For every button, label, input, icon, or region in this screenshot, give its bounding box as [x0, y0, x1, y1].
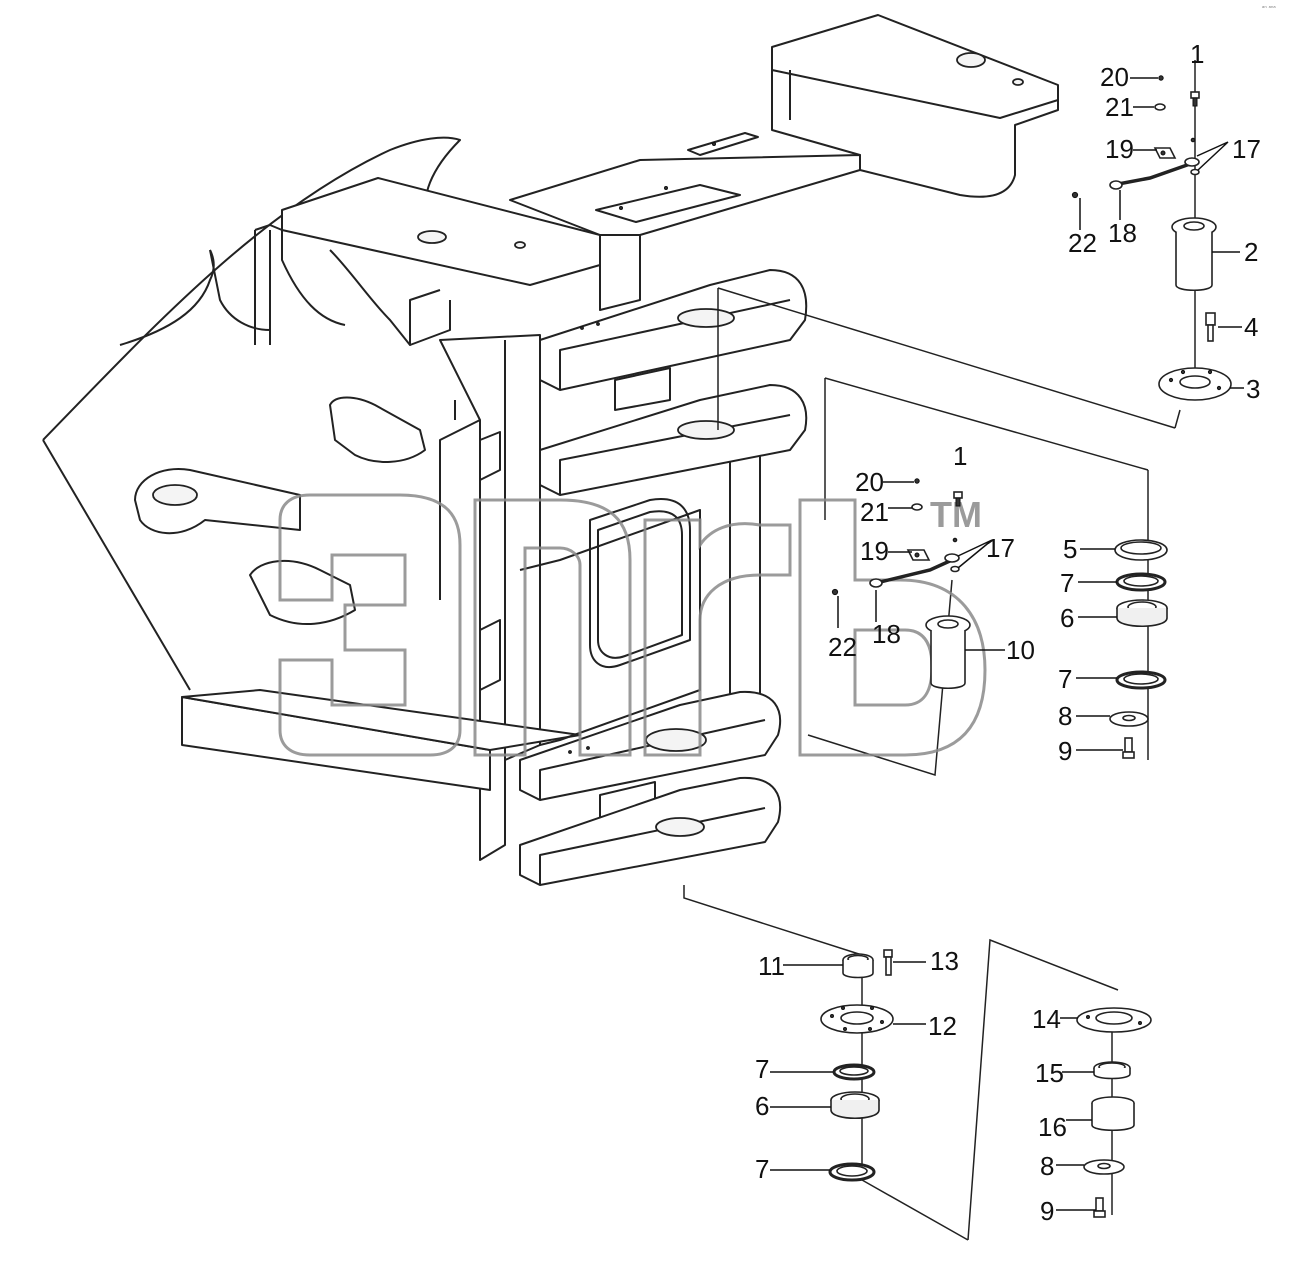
label-mid-18: 18 [872, 619, 901, 649]
part-1-bolt-middle [953, 491, 963, 507]
part-18-grease-line-middle [869, 553, 960, 588]
part-14-flange [1076, 1007, 1152, 1033]
label-br-16: 16 [1038, 1112, 1067, 1142]
right-parts-group: 5 7 6 7 8 9 [1058, 534, 1168, 766]
part-9-bolt [1122, 737, 1135, 759]
label-br-15: 15 [1035, 1058, 1064, 1088]
label-br-14: 14 [1032, 1004, 1061, 1034]
label-mid-22: 22 [828, 632, 857, 662]
label-top-22: 22 [1068, 228, 1097, 258]
part-7-ring-bl-lower [828, 1162, 876, 1182]
label-mid-21: 21 [860, 497, 889, 527]
label-top-17: 17 [1232, 134, 1261, 164]
bottom-right-parts-group: 14 15 16 8 9 [1032, 1004, 1152, 1226]
label-bl-13: 13 [930, 946, 959, 976]
label-bl-11: 11 [758, 951, 785, 981]
part-5-seal [1114, 539, 1168, 561]
label-top-21: 21 [1105, 92, 1134, 122]
label-br-8: 8 [1040, 1151, 1054, 1181]
bottom-left-parts-group: 11 13 12 7 6 7 [755, 946, 959, 1184]
label-mid-19: 19 [860, 536, 889, 566]
label-right-5: 5 [1063, 534, 1077, 564]
part-13-bolt [883, 949, 893, 976]
part-8-washer-br [1083, 1159, 1125, 1175]
label-right-7b: 7 [1058, 664, 1072, 694]
frame-casting [42, 14, 1059, 886]
part-7-ring-lower [1115, 670, 1167, 690]
label-top-20: 20 [1100, 62, 1129, 92]
watermark-logo: TM [278, 493, 987, 757]
label-right-8: 8 [1058, 701, 1072, 731]
label-top-18: 18 [1108, 218, 1137, 248]
label-top-4: 4 [1244, 312, 1258, 342]
part-11-bushing [842, 953, 874, 979]
label-right-7a: 7 [1060, 568, 1074, 598]
part-1-bolt [1190, 91, 1200, 107]
part-8-washer [1109, 711, 1149, 727]
label-top-1: 1 [1190, 39, 1204, 69]
label-top-2: 2 [1244, 237, 1258, 267]
part-4-bolt [1205, 312, 1216, 342]
part-7-ring-upper [1115, 572, 1167, 592]
label-right-9: 9 [1058, 736, 1072, 766]
label-mid-17: 17 [986, 533, 1015, 563]
middle-parts-group: 1 20 21 19 17 22 18 10 [828, 441, 1035, 690]
label-bl-7a: 7 [755, 1054, 769, 1084]
part-6-bearing [1116, 599, 1168, 627]
part-19-clip [1153, 147, 1177, 159]
part-22-fitting [1071, 191, 1079, 199]
part-19-clip-middle [906, 549, 931, 561]
part-15-ring [1093, 1061, 1131, 1080]
label-mid-1: 1 [953, 441, 967, 471]
part-7-ring-bl-upper [832, 1063, 876, 1081]
label-bl-7b: 7 [755, 1154, 769, 1184]
part-6-bearing-bl [830, 1091, 880, 1119]
part-3-plate [1158, 367, 1232, 401]
label-bl-6: 6 [755, 1091, 769, 1121]
label-br-9: 9 [1040, 1196, 1054, 1226]
label-bl-12: 12 [928, 1011, 957, 1041]
label-right-6: 6 [1060, 603, 1074, 633]
top-parts-group: 1 20 21 19 17 18 22 2 4 3 [1068, 39, 1261, 404]
part-20-nut [1158, 75, 1164, 81]
part-18-grease-line [1109, 157, 1200, 190]
label-mid-20: 20 [855, 467, 884, 497]
part-10-pin [925, 615, 971, 690]
label-mid-10: 10 [1006, 635, 1035, 665]
corner-mark: ᵃⁿ ᵃⁿᵃ [1262, 5, 1276, 12]
part-16-sleeve [1091, 1096, 1135, 1132]
label-top-3: 3 [1246, 374, 1260, 404]
part-21-washer [1154, 103, 1166, 111]
part-9-bolt-br [1093, 1197, 1106, 1218]
label-top-19: 19 [1105, 134, 1134, 164]
part-2-pin [1171, 217, 1217, 292]
part-12-plate [820, 1004, 894, 1034]
